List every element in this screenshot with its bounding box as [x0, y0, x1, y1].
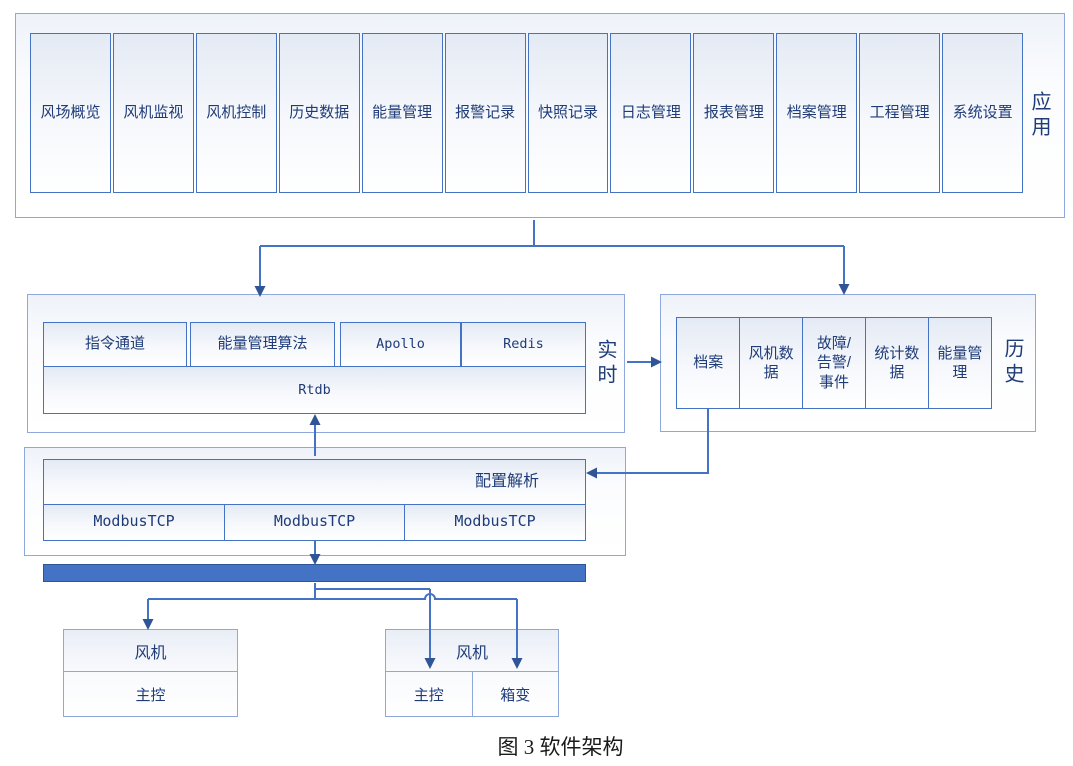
turbine-unit-main-control: 主控	[135, 686, 166, 704]
turbine-box-2: 风机 主控 箱变	[385, 629, 559, 717]
history-store-statistics-data: 统计数据	[864, 317, 930, 409]
protocol-modbustcp: ModbusTCP	[404, 503, 586, 541]
application-layer-label: 应用	[1028, 90, 1050, 141]
application-layer-container: 风场概览 风机监视 风机控制 历史数据 能量管理 报警记录 快照记录 日志管理 …	[15, 13, 1065, 218]
app-module: 系统设置	[942, 33, 1024, 193]
history-stores-row: 档案 风机数据 故障/ 告警/ 事件 统计数据 能量管理	[676, 317, 993, 409]
config-parser-box: 配置解析	[43, 459, 586, 505]
turbine-units-row: 主控	[64, 672, 237, 716]
app-module: 历史数据	[278, 33, 360, 193]
network-bus-bar	[43, 564, 586, 582]
turbine-title: 风机	[64, 630, 237, 672]
application-modules-row: 风场概览 风机监视 风机控制 历史数据 能量管理 报警记录 快照记录 日志管理 …	[30, 33, 1024, 193]
turbine-unit-main-control: 主控	[413, 686, 444, 704]
app-module: 档案管理	[776, 33, 858, 193]
history-layer-container: 档案 风机数据 故障/ 告警/ 事件 统计数据 能量管理 历史	[660, 294, 1036, 432]
history-store-energy-mgmt: 能量管理	[927, 317, 993, 409]
history-layer-label: 历史	[1001, 338, 1023, 388]
realtime-service-redis: Redis	[461, 322, 586, 367]
turbine-box-1: 风机 主控	[63, 629, 238, 717]
app-module: 日志管理	[610, 33, 692, 193]
figure-caption: 图 3 软件架构	[497, 735, 624, 759]
turbine-units-row: 主控 箱变	[386, 672, 558, 716]
realtime-layer-container: 指令通道 能量管理算法 Apollo Redis Rtdb 实时	[27, 294, 625, 433]
history-store-archive: 档案	[676, 317, 741, 409]
app-module: 工程管理	[859, 33, 941, 193]
history-store-turbine-data: 风机数据	[738, 317, 804, 409]
realtime-service-apollo: Apollo	[340, 322, 461, 367]
realtime-database-rtdb: Rtdb	[43, 366, 586, 414]
realtime-service-command-channel: 指令通道	[43, 322, 187, 367]
app-module: 风场概览	[30, 33, 111, 193]
app-module: 报警记录	[444, 33, 526, 193]
app-module: 能量管理	[361, 33, 443, 193]
realtime-service-energy-mgmt-algorithm: 能量管理算法	[190, 322, 335, 367]
history-store-fault-alarm-event: 故障/ 告警/ 事件	[801, 317, 867, 409]
turbine-title: 风机	[386, 630, 558, 672]
app-module: 报表管理	[693, 33, 775, 193]
bus-branch-lower-line	[148, 593, 517, 600]
protocol-modbustcp: ModbusTCP	[223, 503, 406, 541]
comm-layer-container: 配置解析 ModbusTCP ModbusTCP ModbusTCP	[24, 447, 626, 556]
protocol-modbustcp: ModbusTCP	[43, 503, 225, 541]
app-module: 风机监视	[112, 33, 194, 193]
protocols-row: ModbusTCP ModbusTCP ModbusTCP	[43, 503, 586, 541]
app-module: 快照记录	[527, 33, 609, 193]
realtime-layer-label: 实时	[594, 338, 616, 389]
app-module: 风机控制	[195, 33, 277, 193]
turbine-unit-box-transformer: 箱变	[471, 672, 559, 716]
